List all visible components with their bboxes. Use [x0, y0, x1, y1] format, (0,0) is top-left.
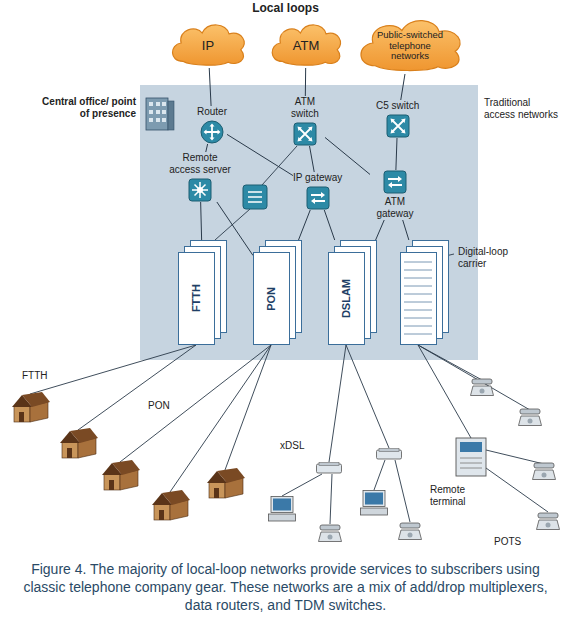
- device-icon: [386, 114, 410, 138]
- connector: [403, 220, 409, 240]
- connector: [401, 74, 405, 100]
- equipment-stack: Digital-loop carrier: [400, 240, 450, 345]
- annotation-label: FTTH: [22, 370, 48, 382]
- telephone: [537, 513, 560, 530]
- network-device: Remote access server: [169, 152, 231, 202]
- device-label: Router: [197, 106, 227, 118]
- device-icon: [306, 186, 330, 210]
- device-label: ATM switch: [285, 96, 325, 120]
- network-device: Router: [197, 106, 227, 144]
- house: [152, 490, 190, 520]
- connector: [217, 202, 253, 255]
- network-device: ATM switch: [285, 96, 325, 146]
- label-holder: Central office/ point of presence: [40, 96, 136, 120]
- computer: [361, 491, 388, 516]
- stack-cards: [253, 240, 303, 345]
- telephone: [471, 379, 494, 396]
- stack-label: FTTH: [190, 284, 202, 312]
- connector: [299, 210, 311, 240]
- label-holder: POTS: [494, 536, 521, 548]
- connector: [325, 137, 370, 174]
- equipment-stack: FTTH: [178, 240, 228, 345]
- connector: [227, 134, 293, 175]
- network-device: ATM gateway: [370, 170, 420, 220]
- unlabeled-device: [215, 146, 297, 240]
- connector: [206, 144, 208, 152]
- device-label: ATM gateway: [370, 196, 420, 220]
- stack-cards: [178, 240, 228, 345]
- connector: [310, 146, 315, 172]
- telephone: [533, 463, 556, 480]
- subscriber-wires: [30, 254, 548, 524]
- cloud-node: Public-switched telephone networks: [352, 12, 468, 74]
- cloud-node: ATM: [266, 18, 346, 68]
- device-label: IP gateway: [293, 172, 342, 184]
- device-label: C5 switch: [376, 100, 419, 112]
- connector: [200, 202, 202, 240]
- device-label: Remote access server: [169, 152, 231, 176]
- equipment-stack: PON: [253, 240, 303, 345]
- house: [12, 392, 50, 422]
- telephone: [399, 523, 422, 540]
- annotation-label: Central office/ point of presence: [40, 96, 136, 120]
- stack-face: PON: [253, 252, 289, 345]
- cloud-label: Public-switched telephone networks: [372, 30, 448, 63]
- connector: [324, 210, 334, 240]
- panel-heading-holder: Traditional access networks: [484, 97, 564, 121]
- access-panel: Traditional access networksRouterATM swi…: [140, 85, 478, 360]
- annotation-label: xDSL: [280, 440, 304, 452]
- stack-label: PON: [265, 287, 277, 311]
- cloud-label: ATM: [293, 39, 319, 54]
- stack-label: DSLAM: [340, 279, 352, 318]
- central-office-icon: [146, 98, 174, 130]
- house: [207, 468, 245, 498]
- annotation-label: POTS: [494, 536, 521, 548]
- caption-box: Figure 4. The majority of local-loop net…: [10, 560, 561, 615]
- modem: [377, 449, 402, 460]
- telephone: [519, 409, 542, 426]
- label-holder: FTTH: [22, 370, 48, 382]
- network-device: IP gateway: [293, 172, 342, 210]
- remote-terminal-icon: [456, 438, 486, 476]
- stack-face: DSLAM: [328, 252, 364, 345]
- equipment-stack: DSLAM: [328, 240, 378, 345]
- cloud-node: IP: [166, 18, 250, 68]
- device-icon: [188, 178, 212, 202]
- stack-face: FTTH: [178, 252, 214, 345]
- stack-label-holder: Digital-loop carrier: [458, 246, 530, 270]
- modem: [317, 463, 342, 474]
- device-icon: [200, 120, 224, 144]
- stack-cards: [400, 240, 450, 345]
- panel-heading: Traditional access networks: [484, 97, 564, 121]
- label-holder: PON: [148, 400, 170, 412]
- device-icon: [383, 170, 407, 194]
- computer: [269, 497, 296, 522]
- device-icon: [293, 122, 317, 146]
- annotation-label: PON: [148, 400, 170, 412]
- label-holder: xDSL: [280, 440, 304, 452]
- cloud-label: IP: [202, 39, 214, 54]
- figure-caption: Figure 4. The majority of local-loop net…: [10, 560, 561, 615]
- connector: [376, 220, 385, 240]
- diagram-title: Local loops: [0, 1, 571, 15]
- house: [102, 460, 140, 490]
- network-device: C5 switch: [376, 100, 419, 138]
- connector: [305, 68, 306, 96]
- connector: [396, 138, 397, 170]
- stack-label: Digital-loop carrier: [458, 246, 530, 270]
- label-holder: Remote terminal: [430, 484, 492, 508]
- house: [60, 428, 98, 458]
- annotation-label: Remote terminal: [430, 484, 492, 508]
- connector: [209, 68, 211, 106]
- stack-cards: [328, 240, 378, 345]
- telephone: [319, 525, 342, 542]
